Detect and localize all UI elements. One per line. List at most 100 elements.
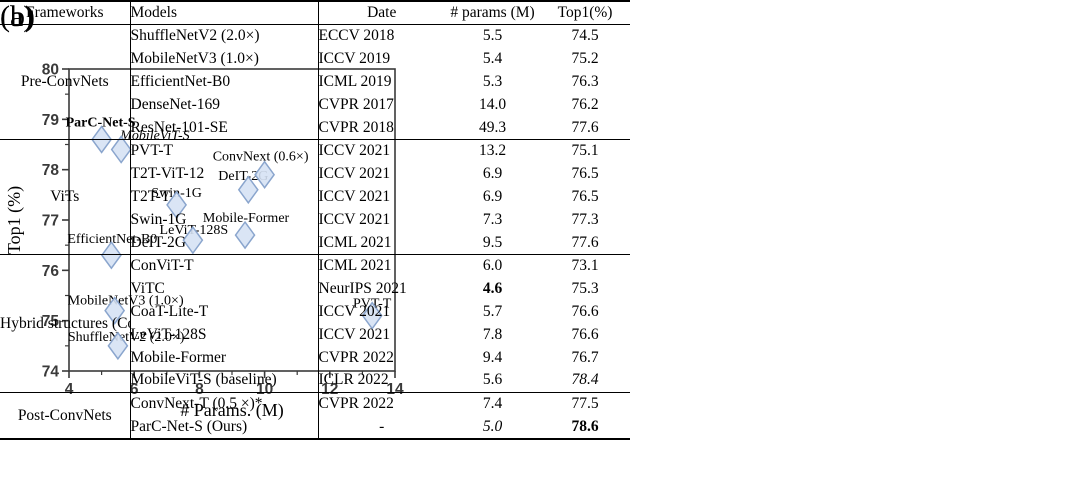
cell-date: - bbox=[379, 417, 385, 435]
cell-model: ResNet-101-SE bbox=[130, 116, 319, 140]
cell-params: 7.4 bbox=[482, 395, 503, 413]
x-tick-label: 14 bbox=[386, 381, 404, 398]
col-header-params: # params (M) bbox=[450, 4, 535, 21]
cell-date: ICML 2021 bbox=[318, 233, 392, 251]
x-tick-label: 12 bbox=[321, 381, 338, 398]
cell-top1: 77.3 bbox=[571, 210, 599, 228]
cell-framework: Pre-ConvNets bbox=[0, 24, 131, 140]
caption-b: (b) bbox=[0, 0, 35, 33]
cell-params: 49.3 bbox=[478, 118, 507, 136]
cell-date: CVPR 2022 bbox=[318, 395, 394, 413]
cell-top1: 74.5 bbox=[571, 27, 599, 45]
cell-params: 5.0 bbox=[482, 417, 503, 435]
cell-model: T2T-ViT-12 bbox=[130, 162, 319, 186]
cell-model: Swin-1G bbox=[130, 208, 319, 232]
data-point bbox=[361, 301, 383, 330]
cell-date: ICLR 2022 bbox=[318, 371, 389, 389]
cell-params: 5.3 bbox=[482, 72, 503, 90]
cell-top1: 76.5 bbox=[571, 165, 599, 183]
cell-top1: 76.6 bbox=[571, 325, 599, 343]
cell-date: ICML 2021 bbox=[318, 257, 392, 275]
cell-top1: 75.2 bbox=[571, 50, 599, 68]
cell-date: ICML 2019 bbox=[318, 72, 392, 90]
cell-model: DeIT-2G bbox=[130, 231, 319, 255]
cell-date: ICCV 2021 bbox=[318, 142, 391, 160]
cell-top1: 75.1 bbox=[571, 142, 599, 160]
table-row: ParC-Net-S (Ours) - 5.0 78.6 bbox=[0, 415, 630, 440]
col-header-date: Date bbox=[367, 4, 397, 21]
cell-model: ViTC bbox=[130, 277, 319, 301]
cell-params: 5.7 bbox=[482, 302, 503, 320]
cell-date: NeurIPS 2021 bbox=[318, 280, 407, 298]
cell-model: T2T-T bbox=[130, 185, 319, 209]
cell-params: 6.9 bbox=[482, 165, 503, 183]
cell-top1: 76.3 bbox=[571, 72, 599, 90]
cell-top1: 73.1 bbox=[571, 257, 599, 275]
cell-framework: ViTs bbox=[0, 139, 131, 255]
cell-date: CVPR 2022 bbox=[318, 348, 394, 366]
cell-model: DenseNet-169 bbox=[130, 93, 319, 117]
cell-model: PVT-T bbox=[130, 139, 319, 163]
cell-model: ParC-Net-S (Ours) bbox=[130, 415, 319, 440]
cell-date: CVPR 2017 bbox=[318, 95, 394, 113]
cell-params: 9.5 bbox=[482, 233, 503, 251]
cell-model: CoaT-Lite-T bbox=[130, 300, 319, 324]
cell-params: 6.9 bbox=[482, 187, 503, 205]
cell-top1: 75.3 bbox=[571, 280, 599, 298]
cell-top1: 78.4 bbox=[571, 371, 599, 389]
cell-params: 5.6 bbox=[482, 371, 503, 389]
cell-params: 13.2 bbox=[478, 142, 507, 160]
cell-date: ECCV 2018 bbox=[318, 27, 395, 45]
cell-date: ICCV 2019 bbox=[318, 50, 391, 68]
cell-top1: 76.5 bbox=[571, 187, 599, 205]
cell-model: Mobile-Former bbox=[130, 346, 319, 369]
cell-top1: 77.5 bbox=[571, 395, 599, 413]
cell-top1: 76.7 bbox=[571, 348, 599, 366]
cell-model: MobileNetV3 (1.0×) bbox=[130, 47, 319, 71]
cell-framework: Hybrid structures (ConvNet+ViT) bbox=[0, 254, 131, 393]
cell-model: ShuffleNetV2 (2.0×) bbox=[130, 24, 319, 48]
cell-model: EfficientNet-B0 bbox=[130, 70, 319, 94]
cell-date: CVPR 2018 bbox=[318, 118, 394, 136]
cell-model: LeViT-128S bbox=[130, 323, 319, 347]
cell-framework: Post-ConvNets bbox=[0, 392, 131, 440]
cell-params: 5.5 bbox=[482, 27, 503, 45]
cell-params: 7.8 bbox=[482, 325, 503, 343]
cell-top1: 78.6 bbox=[571, 417, 599, 435]
cell-params: 14.0 bbox=[478, 95, 507, 113]
cell-params: 6.0 bbox=[482, 257, 503, 275]
cell-model: ConvNext-T (0.5 ×)* bbox=[130, 392, 319, 416]
table-row: Hybrid structures (ConvNet+ViT)ConViT-TI… bbox=[0, 254, 630, 393]
cell-date: ICCV 2021 bbox=[318, 302, 391, 320]
cell-top1: 77.6 bbox=[571, 118, 599, 136]
cell-params: 4.6 bbox=[482, 280, 503, 298]
cell-date: ICCV 2021 bbox=[318, 325, 391, 343]
cell-date: ICCV 2021 bbox=[318, 187, 391, 205]
cell-model: ConViT-T bbox=[130, 254, 319, 278]
cell-top1: 76.6 bbox=[571, 302, 599, 320]
cell-date: ICCV 2021 bbox=[318, 210, 391, 228]
col-header-models: Models bbox=[130, 1, 319, 25]
cell-params: 9.4 bbox=[482, 348, 503, 366]
cell-date: ICCV 2021 bbox=[318, 165, 391, 183]
col-header-frameworks: Frameworks bbox=[0, 1, 131, 25]
cell-top1: 77.6 bbox=[571, 233, 599, 251]
cell-top1: 76.2 bbox=[571, 95, 599, 113]
